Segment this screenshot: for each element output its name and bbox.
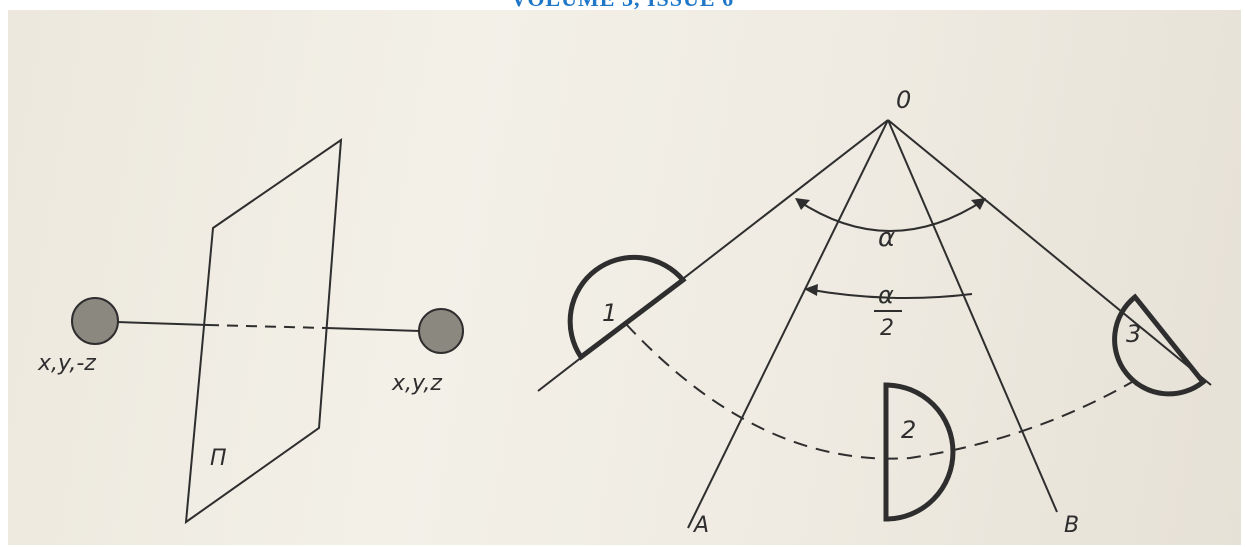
arrow-alpha-right <box>971 198 986 210</box>
piece-1 <box>567 254 687 361</box>
point-left-sphere <box>71 297 119 345</box>
ray-a <box>687 119 889 529</box>
point-left-label: x,y,-z <box>37 351 96 376</box>
arrow-alpha-left <box>795 198 810 210</box>
piece-2 <box>883 382 956 522</box>
journal-header-text: VOLUME 3, ISSUE 6 <box>0 0 1245 10</box>
connecting-line-left <box>116 321 209 326</box>
connecting-line-right <box>325 327 421 332</box>
piece-1-label: 1 <box>602 299 617 327</box>
pieces <box>567 254 1207 522</box>
scanned-figure-photo <box>8 10 1241 545</box>
apex-label: 0 <box>896 86 911 114</box>
angle-alpha-arc <box>796 199 985 232</box>
ray-right <box>887 119 1212 386</box>
plane-p <box>184 137 343 525</box>
point-right-sphere <box>418 308 464 354</box>
connecting-line-hidden <box>207 324 327 329</box>
ray-a-label: A <box>692 513 709 538</box>
point-right-label: x,y,z <box>391 371 442 396</box>
angle-alpha-label: α <box>878 223 895 253</box>
angle-half-arc <box>805 288 973 299</box>
journal-header: VOLUME 3, ISSUE 6 <box>0 0 1245 10</box>
piece-2-label: 2 <box>901 416 916 444</box>
dashed-arc <box>625 323 1133 460</box>
ray-b <box>887 119 1058 513</box>
piece-3 <box>1112 293 1207 397</box>
arrowheads <box>795 198 986 296</box>
mirror-plane-figure <box>116 137 421 525</box>
angle-figure <box>537 119 1212 529</box>
ray-b-label: B <box>1064 513 1079 538</box>
angle-half-numerator: α <box>878 281 894 309</box>
plane-label: П <box>210 446 227 471</box>
piece-3-label: 3 <box>1126 320 1141 348</box>
angle-half-denominator: 2 <box>880 316 894 341</box>
arrow-half-left <box>804 284 818 296</box>
